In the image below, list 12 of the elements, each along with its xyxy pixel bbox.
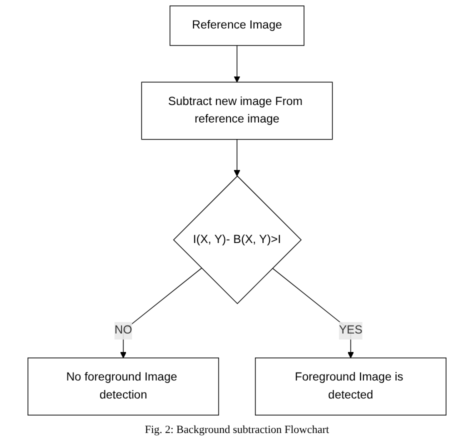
node-diamond: I(X, Y)- B(X, Y)>I xyxy=(173,176,302,304)
node-box: Foreground Image is detected xyxy=(254,358,446,416)
node-box: Reference Image xyxy=(170,6,304,46)
node-box: No foreground Image detection xyxy=(28,358,220,416)
arrow xyxy=(120,268,202,358)
edge-label: NO xyxy=(114,324,132,337)
arrow xyxy=(272,268,354,358)
edge-label: YES xyxy=(338,324,362,337)
arrow xyxy=(234,139,240,176)
arrow xyxy=(234,45,240,82)
node-box: Subtract new image From reference image xyxy=(141,82,333,140)
figure-caption: Fig. 2: Background subtraction Flowchart xyxy=(144,423,330,438)
